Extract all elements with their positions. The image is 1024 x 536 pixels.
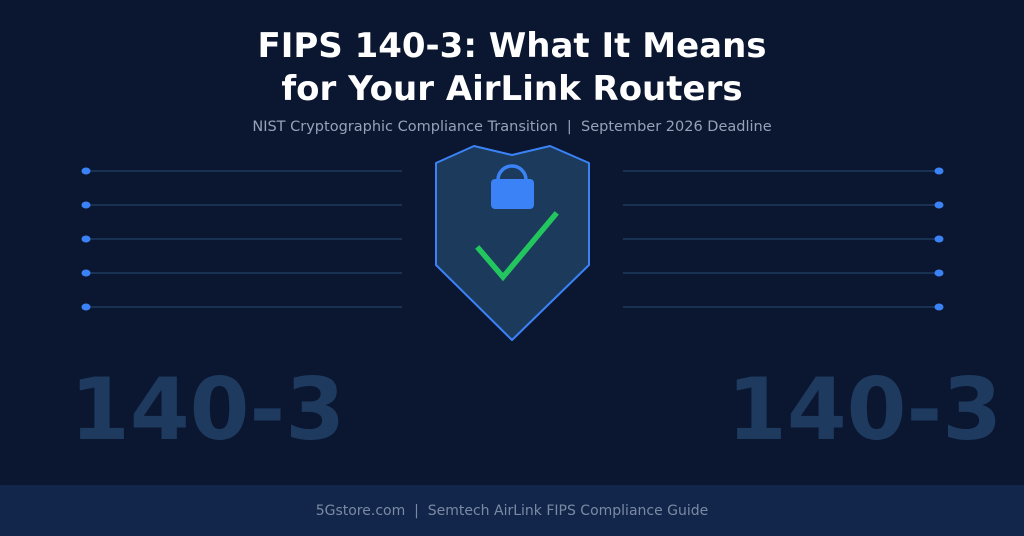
left-dots bbox=[81, 167, 91, 311]
shield-icon bbox=[435, 145, 590, 341]
watermark-left: 140-3 bbox=[70, 360, 346, 460]
left-lines bbox=[86, 170, 402, 308]
right-lines bbox=[623, 170, 939, 308]
title-line-1: FIPS 140-3: What It Means bbox=[257, 26, 767, 66]
right-dots bbox=[934, 167, 944, 311]
footer-bar: 5Gstore.com | Semtech AirLink FIPS Compl… bbox=[0, 485, 1024, 536]
checkmark-icon bbox=[475, 211, 559, 282]
subtitle: NIST Cryptographic Compliance Transition… bbox=[252, 119, 772, 135]
title-line-2: for Your AirLink Routers bbox=[281, 69, 743, 109]
lock-icon bbox=[491, 164, 534, 209]
page-title: FIPS 140-3: What It Means for Your AirLi… bbox=[0, 25, 1024, 111]
hero-graphic bbox=[81, 145, 944, 341]
footer-text: 5Gstore.com | Semtech AirLink FIPS Compl… bbox=[315, 502, 709, 519]
watermark-right: 140-3 bbox=[727, 360, 1003, 460]
